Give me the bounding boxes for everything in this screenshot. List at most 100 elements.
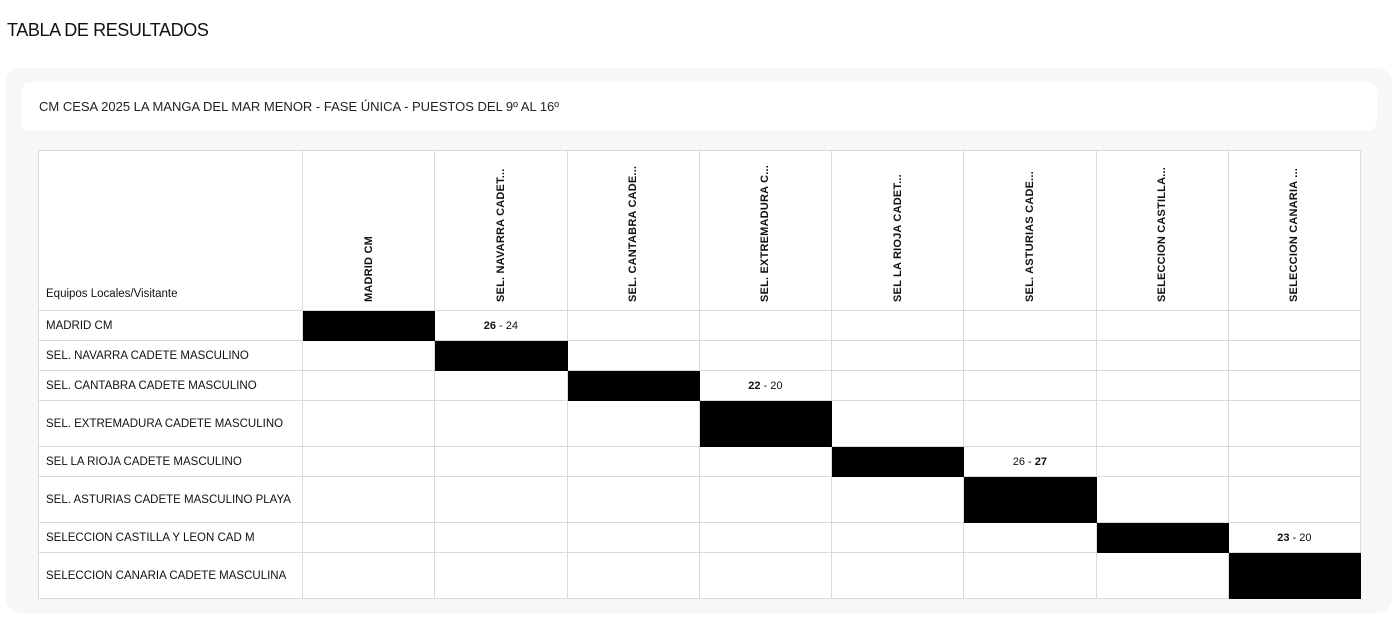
row-team-name: MADRID CM [38, 310, 303, 341]
empty-result-cell [301, 522, 436, 553]
table-row: MADRID CM 26 - 24 [38, 310, 1362, 341]
column-header-label: SEL. EXTREMADURA C... [759, 164, 772, 302]
away-score: 24 [505, 319, 519, 332]
column-header: SELECCION CANARIA ... [1227, 150, 1362, 311]
self-match-cell [566, 370, 700, 401]
row-team-name: SELECCION CANARIA CADETE MASCULINA [38, 552, 303, 599]
away-score: 27 [1034, 455, 1048, 468]
table-row: SEL. CANTABRA CADETE MASCULINO 22 - 20 [38, 370, 1362, 401]
column-header: SEL. ASTURIAS CADE... [963, 150, 1097, 311]
empty-result-cell [830, 522, 965, 553]
row-team-name: SEL. NAVARRA CADETE MASCULINO [38, 340, 303, 371]
row-team-name: SELECCION CASTILLA Y LEON CAD M [38, 522, 303, 553]
row-team-name: SEL. ASTURIAS CADETE MASCULINO PLAYA [38, 476, 303, 523]
home-score: 23 [1277, 531, 1290, 544]
home-score: 22 [748, 379, 761, 392]
home-score: 26 [1012, 455, 1025, 468]
empty-result-cell [1227, 476, 1362, 523]
empty-result-cell [830, 400, 965, 447]
empty-result-cell [566, 400, 700, 447]
empty-result-cell [301, 552, 436, 599]
empty-result-cell [1227, 400, 1362, 447]
empty-result-cell [434, 522, 568, 553]
column-header-label: SELECCION CANARIA ... [1288, 168, 1301, 302]
column-header: MADRID CM [301, 150, 436, 311]
away-score: 20 [1299, 531, 1312, 544]
empty-result-cell [698, 446, 833, 477]
empty-result-cell [566, 552, 700, 599]
self-match-cell [830, 446, 965, 477]
score-separator: - [1289, 531, 1300, 544]
empty-result-cell [830, 476, 965, 523]
table-header-row: Equipos Locales/Visitante MADRID CM SEL. … [38, 150, 1362, 311]
score-separator: - [760, 379, 771, 392]
empty-result-cell [963, 400, 1097, 447]
empty-result-cell [698, 340, 833, 371]
self-match-cell [963, 476, 1097, 523]
row-team-name: SEL LA RIOJA CADETE MASCULINO [38, 446, 303, 477]
competition-name: CM CESA 2025 LA MANGA DEL MAR MENOR - FA… [39, 99, 560, 114]
empty-result-cell [1227, 340, 1362, 371]
empty-result-cell [963, 522, 1097, 553]
page-title: TABLA DE RESULTADOS [7, 20, 209, 40]
self-match-cell [434, 340, 568, 371]
column-header: SEL LA RIOJA CADET... [830, 150, 965, 311]
empty-result-cell [830, 370, 965, 401]
corner-label: Equipos Locales/Visitante [38, 150, 303, 311]
empty-result-cell [963, 310, 1097, 341]
self-match-cell [1227, 552, 1362, 599]
column-header: SELECCION CASTILLA... [1095, 150, 1229, 311]
table-row: SELECCION CANARIA CADETE MASCULINA [38, 552, 1362, 599]
empty-result-cell [830, 552, 965, 599]
empty-result-cell [566, 476, 700, 523]
column-header: SEL. EXTREMADURA C... [698, 150, 833, 311]
empty-result-cell [698, 476, 833, 523]
away-score: 20 [770, 379, 783, 392]
empty-result-cell [1095, 340, 1229, 371]
empty-result-cell [698, 522, 833, 553]
empty-result-cell [963, 552, 1097, 599]
empty-result-cell [301, 446, 436, 477]
empty-result-cell [434, 370, 568, 401]
empty-result-cell [1095, 310, 1229, 341]
column-header-label: MADRID CM [362, 236, 375, 302]
match-result-cell[interactable]: 22 - 20 [698, 370, 833, 401]
match-result-cell[interactable]: 23 - 20 [1227, 522, 1362, 553]
empty-result-cell [698, 552, 833, 599]
column-header-label: SEL. NAVARRA CADET... [494, 168, 507, 302]
empty-result-cell [963, 340, 1097, 371]
empty-result-cell [434, 552, 568, 599]
match-result-cell[interactable]: 26 - 24 [434, 310, 568, 341]
empty-result-cell [301, 400, 436, 447]
score-separator: - [1024, 455, 1035, 468]
empty-result-cell [1227, 370, 1362, 401]
empty-result-cell [566, 446, 700, 477]
column-header: SEL. NAVARRA CADET... [434, 150, 568, 311]
table-row: SEL LA RIOJA CADETE MASCULINO 26 - 27 [38, 446, 1362, 477]
empty-result-cell [1095, 446, 1229, 477]
empty-result-cell [963, 370, 1097, 401]
column-header: SEL. CANTABRA CADE... [566, 150, 700, 311]
empty-result-cell [434, 400, 568, 447]
empty-result-cell [1095, 476, 1229, 523]
row-team-name: SEL. CANTABRA CADETE MASCULINO [38, 370, 303, 401]
table-row: SEL. ASTURIAS CADETE MASCULINO PLAYA [38, 476, 1362, 523]
score-separator: - [495, 319, 506, 332]
self-match-cell [1095, 522, 1229, 553]
results-panel: CM CESA 2025 LA MANGA DEL MAR MENOR - FA… [6, 68, 1392, 613]
competition-card[interactable]: CM CESA 2025 LA MANGA DEL MAR MENOR - FA… [21, 82, 1377, 131]
empty-result-cell [1095, 552, 1229, 599]
column-header-label: SEL. ASTURIAS CADE... [1023, 171, 1036, 302]
empty-result-cell [830, 340, 965, 371]
empty-result-cell [566, 522, 700, 553]
empty-result-cell [301, 370, 436, 401]
empty-result-cell [434, 446, 568, 477]
match-result-cell[interactable]: 26 - 27 [963, 446, 1097, 477]
empty-result-cell [1095, 370, 1229, 401]
row-team-name: SEL. EXTREMADURA CADETE MASCULINO [38, 400, 303, 447]
home-score: 26 [483, 319, 496, 332]
table-row: SELECCION CASTILLA Y LEON CAD M 23 - 20 [38, 522, 1362, 553]
empty-result-cell [566, 310, 700, 341]
empty-result-cell [1227, 310, 1362, 341]
